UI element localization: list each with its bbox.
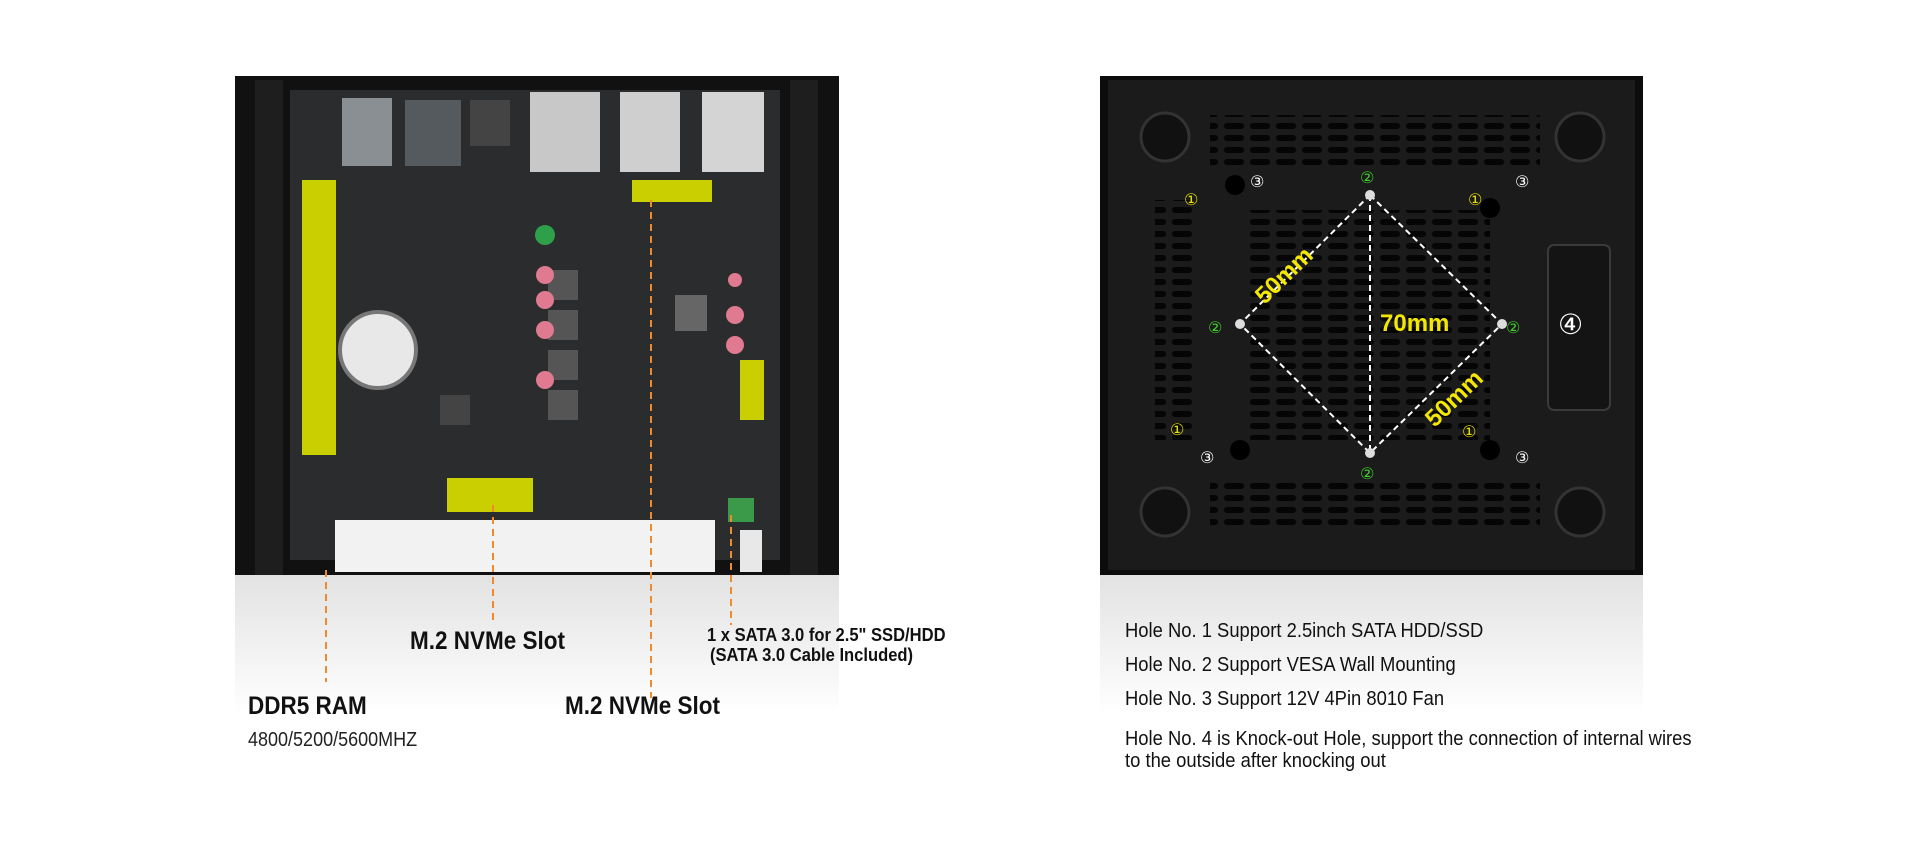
hole3-marker: ③ <box>1515 450 1530 467</box>
sata-cable-note: (SATA 3.0 Cable Included) <box>710 645 914 665</box>
drive-bay <box>335 520 715 572</box>
dim-70mm: 70mm <box>1380 310 1450 337</box>
hole2-marker: ② <box>1360 170 1375 187</box>
right-reflection <box>1100 575 1643 715</box>
usb-port <box>702 92 764 172</box>
chassis-bottom <box>1100 76 1643 575</box>
ddr5-slot <box>302 180 336 455</box>
vesa-diamond <box>1238 193 1504 455</box>
m2-slot-label-1: M.2 NVMe Slot <box>410 627 566 655</box>
hole1-marker: ① <box>1170 422 1185 439</box>
hole-2-description: Hole No. 2 Support VESA Wall Mounting <box>1125 654 1456 676</box>
hdmi-port <box>405 100 461 166</box>
ddr5-speeds: 4800/5200/5600MHZ <box>248 729 418 751</box>
hole2-marker: ② <box>1208 320 1223 337</box>
hole-4-description: Hole No. 4 is Knock-out Hole, support th… <box>1125 728 1692 772</box>
cmos-battery <box>338 310 418 390</box>
m2-slot-bottom <box>447 478 533 512</box>
hole1-marker: ① <box>1468 192 1483 209</box>
hole1-marker: ① <box>1184 192 1199 209</box>
sata-connector <box>740 360 764 420</box>
leader-lines <box>325 200 732 698</box>
usb-port <box>620 92 680 172</box>
m2-slot-label-2: M.2 NVMe Slot <box>565 692 721 720</box>
hole3-marker: ③ <box>1515 174 1530 191</box>
sata-label: 1 x SATA 3.0 for 2.5" SSD/HDD <box>707 625 946 645</box>
knockout-hole <box>1547 244 1611 411</box>
motherboard-device <box>235 76 839 575</box>
hole3-marker: ③ <box>1250 174 1265 191</box>
ddr5-label: DDR5 RAM <box>248 692 367 720</box>
hole4-marker: ④ <box>1558 309 1584 340</box>
hole2-marker: ② <box>1360 466 1375 483</box>
hole3-marker: ③ <box>1200 450 1215 467</box>
hole2-marker: ② <box>1506 320 1521 337</box>
hole-3-description: Hole No. 3 Support 12V 4Pin 8010 Fan <box>1125 688 1445 710</box>
usb-port <box>342 98 392 166</box>
m2-slot-top <box>632 180 712 202</box>
hole-1-description: Hole No. 1 Support 2.5inch SATA HDD/SSD <box>1125 620 1484 642</box>
dp-port <box>470 100 510 146</box>
hole1-marker: ① <box>1462 424 1477 441</box>
left-reflection <box>235 575 839 715</box>
usb-port <box>530 92 600 172</box>
